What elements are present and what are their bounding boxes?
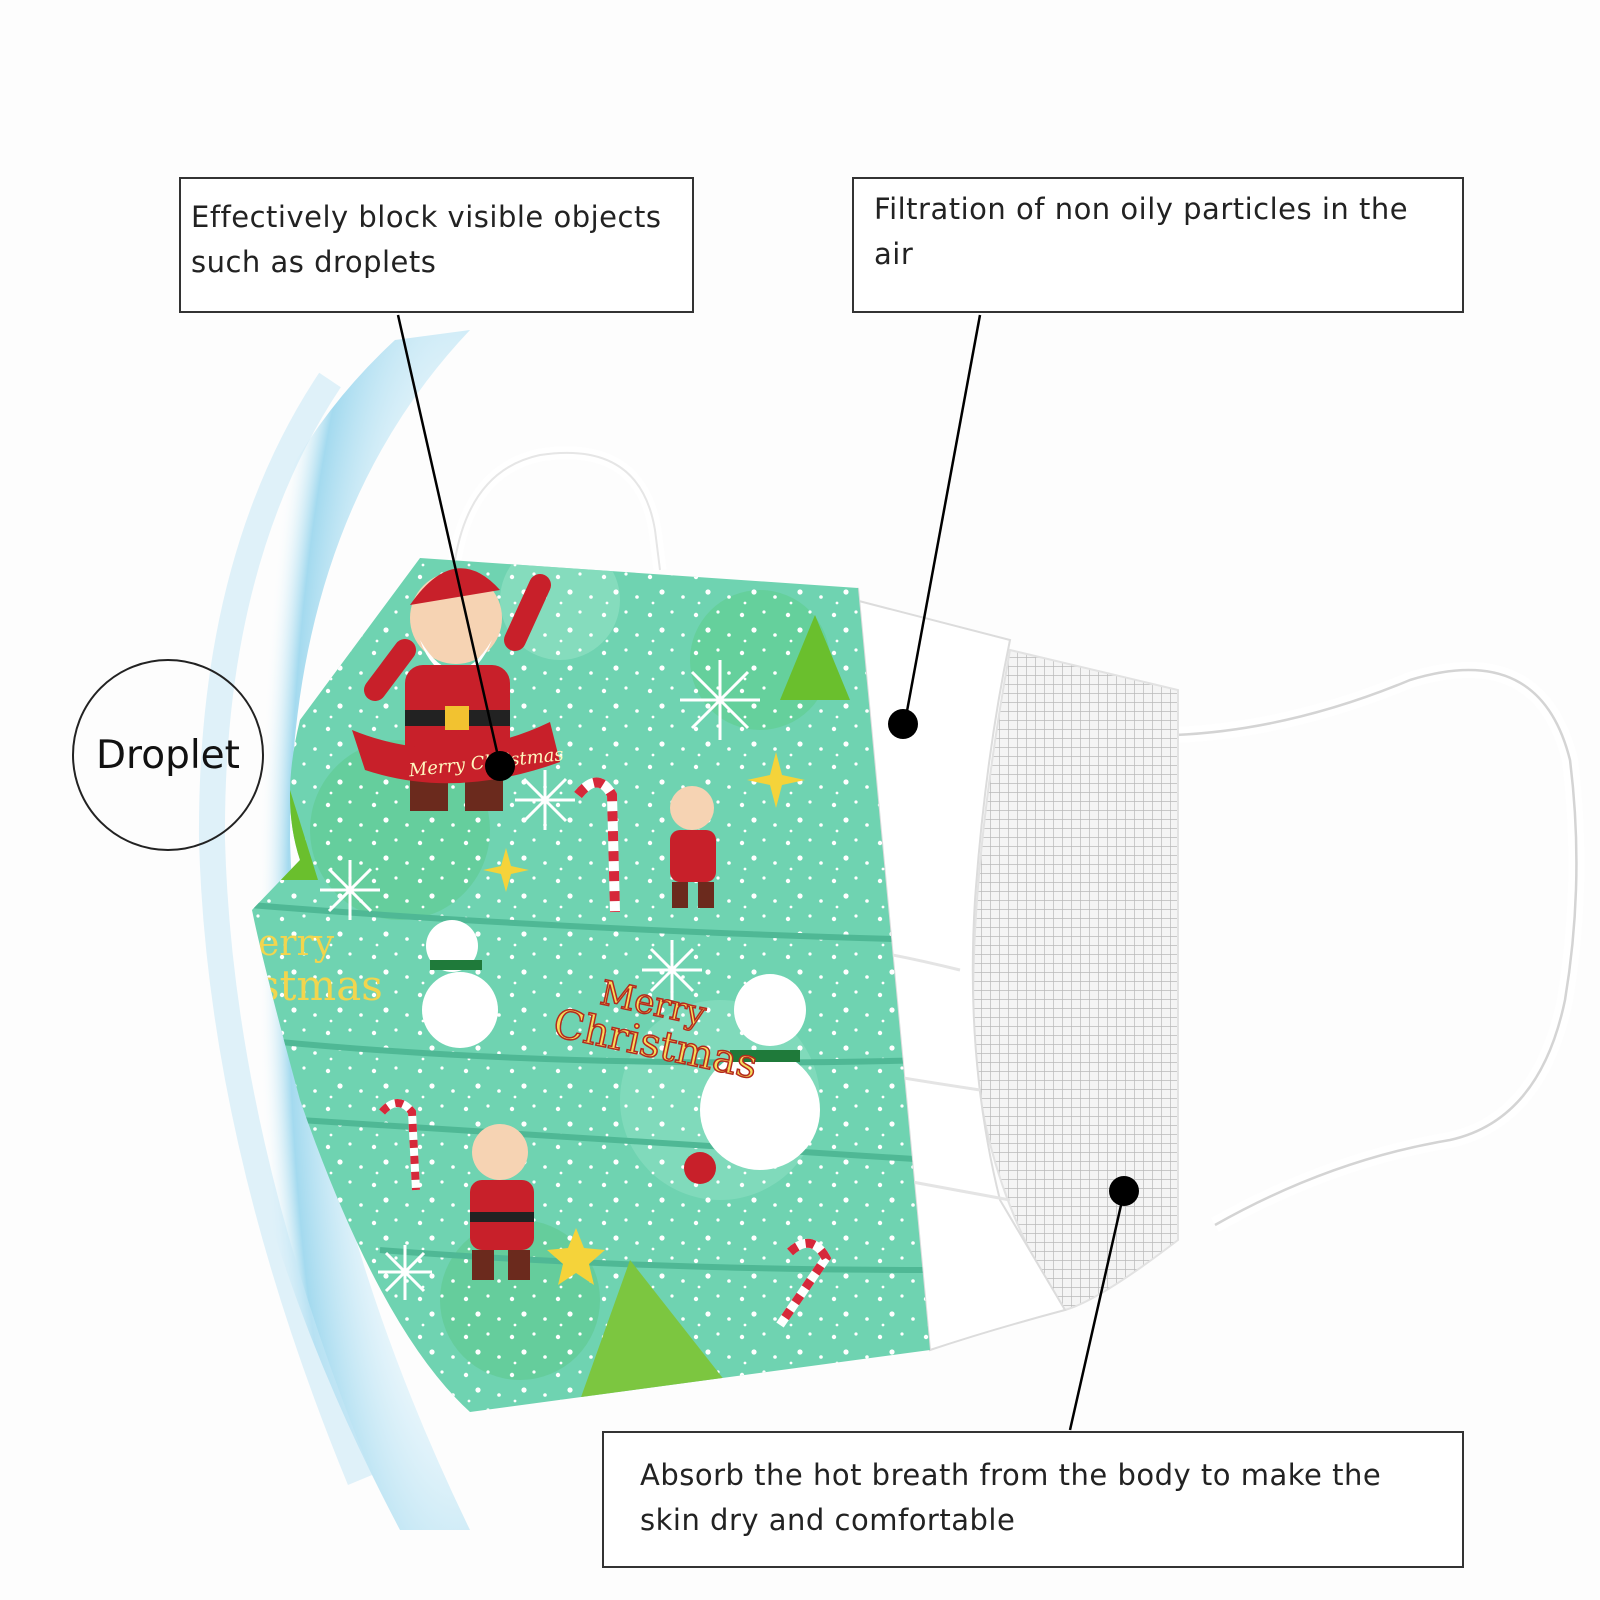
candy-cane-stripes	[776, 1238, 832, 1328]
christmas-tree-illustration	[580, 1260, 740, 1400]
pointer-line-block	[396, 314, 502, 766]
pointer-line-absorb	[1068, 1191, 1126, 1431]
callout-filtration: Filtration of non oily particles in the …	[852, 177, 1464, 313]
star-decoration	[747, 752, 805, 808]
ear-loop-right-outline	[1174, 668, 1578, 1227]
santa-bottom-illustration	[470, 1124, 534, 1280]
candy-cane-stripes	[379, 1099, 420, 1191]
snowman-right-illustration	[684, 974, 820, 1184]
candy-cane-stripes	[574, 777, 620, 913]
ear-loop-left	[448, 446, 667, 571]
droplet-label-circle: Droplet	[72, 659, 264, 851]
pointer-dot-filter	[888, 709, 918, 739]
snowman-illustration	[422, 920, 498, 1048]
ear-loop-right	[1174, 662, 1585, 1232]
santa-small-illustration	[670, 786, 716, 908]
star-decoration	[483, 848, 529, 892]
pointer-line-filter	[903, 314, 982, 723]
ear-loop-left-outline	[454, 451, 661, 571]
pattern-edge-text-bottom: stmas	[258, 961, 383, 1010]
santa-illustration	[364, 568, 551, 811]
droplet-spray-edge	[198, 372, 373, 1485]
star-decoration	[547, 1228, 605, 1285]
droplet-spray-area	[204, 330, 470, 1530]
pointer-dot-absorb	[1109, 1176, 1139, 1206]
droplet-label: Droplet	[96, 732, 240, 778]
mesh-inner-layer	[972, 648, 1179, 1312]
christmas-tree-illustration	[780, 615, 850, 700]
callout-block-droplets: Effectively block visible objects such a…	[179, 177, 694, 313]
callout-block-droplets-text: Effectively block visible objects such a…	[191, 200, 662, 279]
pointer-dot-block	[485, 751, 515, 781]
snowflake-decoration	[320, 660, 760, 1300]
callout-absorb-text: Absorb the hot breath from the body to m…	[640, 1458, 1382, 1537]
callout-absorb: Absorb the hot breath from the body to m…	[602, 1431, 1464, 1568]
pattern-edge-text-top: erry	[258, 923, 335, 964]
callout-filtration-text: Filtration of non oily particles in the …	[874, 192, 1409, 271]
